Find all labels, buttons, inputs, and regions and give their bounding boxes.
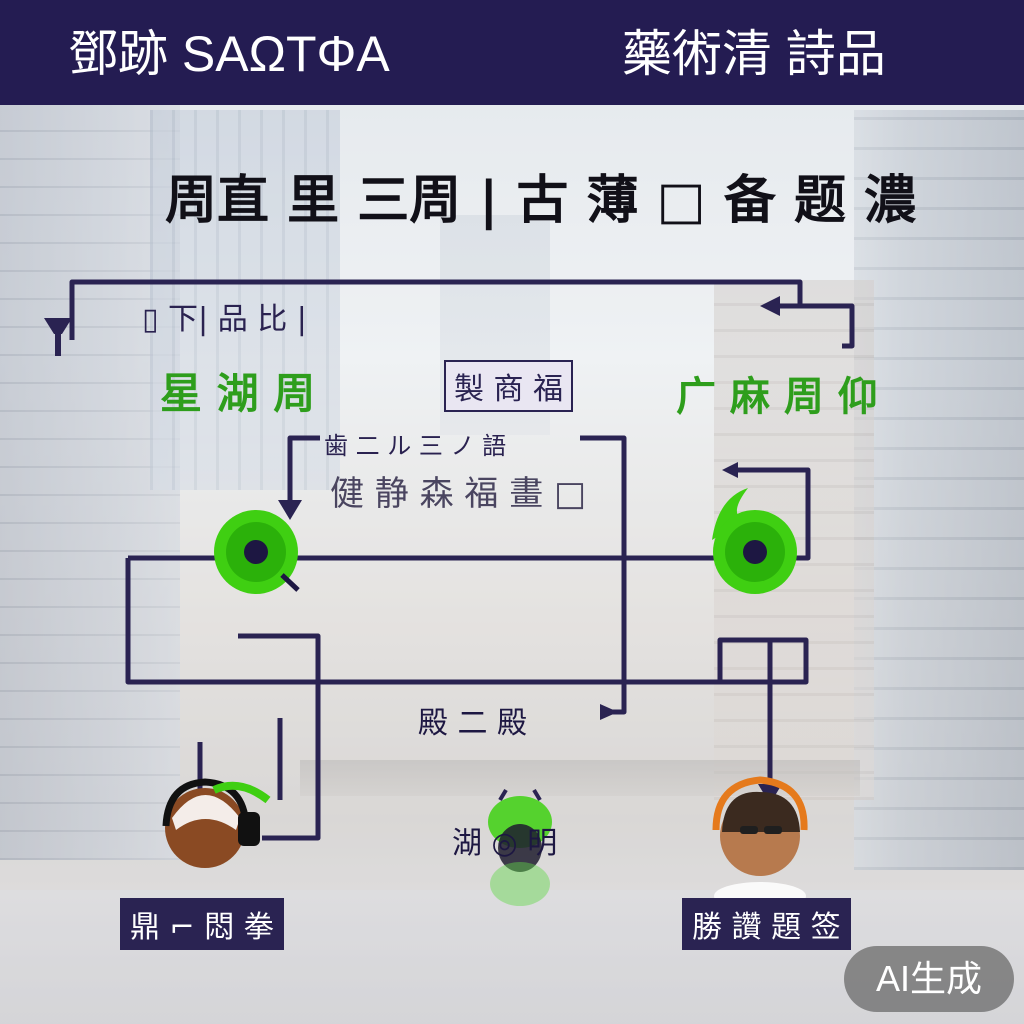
green-mascot-icon [488, 788, 552, 906]
header-left-title: 鄧跡 SAΩTΦA [68, 26, 390, 82]
connector-main-rectangle [125, 467, 811, 685]
background-building-right [854, 110, 1024, 870]
connector-top-loop [69, 279, 855, 349]
hanging-lamp-icon [44, 318, 72, 356]
ai-generated-badge: AI生成 [844, 946, 1014, 1012]
label-bottom-right-box: 勝 讚 題 签 [682, 898, 851, 950]
label-left-green: 星 湖 周 [160, 369, 316, 418]
label-lower-center: 殿 二 殿 [418, 706, 528, 741]
arrowhead-left-node [278, 500, 302, 520]
header-right-title: 藥術清 詩品 [622, 26, 886, 82]
label-right-green: 广 麻 周 仰 [676, 374, 878, 420]
label-bottom-left-box: 鼎 ⌐ 悶 拳 [120, 898, 284, 950]
arrowhead-mid-bracket [600, 704, 618, 720]
label-bottom-center: 湖 ◎ 明 [452, 826, 558, 861]
label-center-box: 製 商 福 [444, 360, 574, 412]
headset-person-icon-right [712, 776, 808, 910]
green-donut-icon-right [712, 488, 797, 594]
main-title: 周直 里 三周 | 古 薄 □ 备 题 濃 [165, 171, 917, 231]
arrowhead-top-right [760, 296, 780, 316]
label-mid-small: 歯 二 ル 三 ノ 語 [324, 432, 507, 460]
green-donut-icon-left [214, 510, 300, 594]
background-building-left-tower [150, 110, 340, 490]
header-bar: 鄧跡 SAΩTΦA 藥術清 詩品 [0, 0, 1024, 105]
label-top-left-small: ▯ 下| 品 比 | [142, 302, 307, 337]
arrowhead-right-node [722, 462, 738, 478]
headset-person-icon-left [162, 778, 271, 868]
label-mid-main: 健 静 森 福 畫 □ [330, 474, 587, 514]
